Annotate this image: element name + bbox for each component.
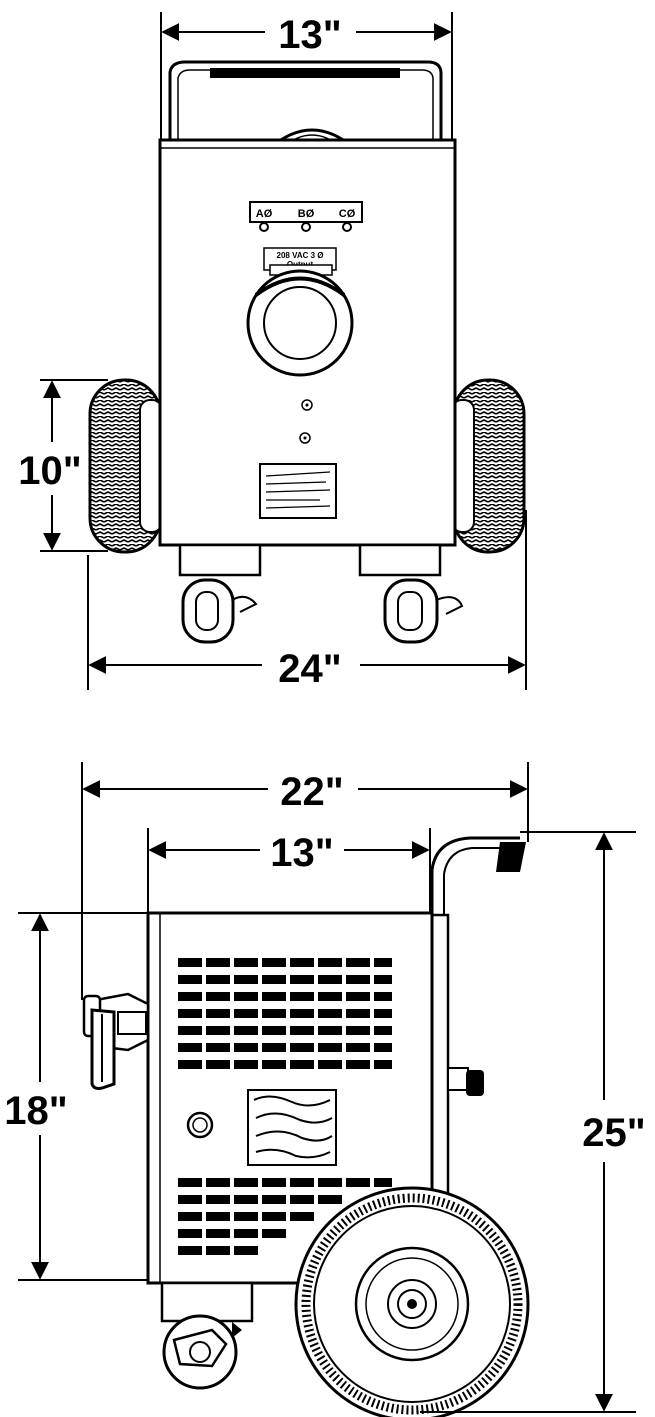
side-warning-label: [247, 1089, 337, 1166]
side-dim-body-height-label: 18": [4, 1089, 67, 1133]
side-dim-overall-depth: 22": [81, 762, 529, 1000]
front-screw-icons: [299, 399, 313, 444]
front-dim-overall-width: 24": [87, 510, 527, 691]
front-dim-wheel-height-label: 10": [18, 449, 81, 493]
side-receptacle-icon: [82, 992, 150, 1090]
phase-c-lamp-icon: [342, 222, 352, 232]
front-view: AØ BØ CØ 208 VAC 3 Ø Output: [18, 12, 527, 691]
side-latch-icon: [466, 1070, 484, 1096]
front-right-wheel: [451, 378, 526, 554]
side-dim-overall-depth-label: 22": [280, 770, 343, 814]
side-round-port-icon: [186, 1111, 214, 1139]
side-upper-vents: [178, 958, 392, 1069]
side-handle-grip: [496, 842, 526, 872]
front-left-wheel: [88, 378, 163, 554]
side-dim-overall-height: 25": [420, 831, 646, 1413]
front-dim-overall-width-label: 24": [278, 647, 341, 691]
side-view: 22" 13" 18" 25": [4, 762, 646, 1417]
side-caster: [160, 1281, 254, 1390]
output-receptacle-icon: [246, 264, 354, 377]
side-dim-body-depth: 13": [147, 828, 431, 913]
front-dim-wheel-height: 10": [18, 379, 108, 552]
phase-label-b: BØ: [298, 208, 315, 220]
phase-label-a: AØ: [256, 208, 273, 220]
output-label-line1: 208 VAC 3 Ø: [277, 251, 324, 260]
front-dim-top-width-label: 13": [278, 13, 341, 57]
side-dim-body-depth-label: 13": [270, 831, 333, 875]
phase-a-lamp-icon: [259, 222, 269, 232]
front-dim-top-width: 13": [160, 12, 453, 140]
phase-indicator-panel: AØ BØ CØ: [249, 201, 363, 232]
side-dim-overall-height-label: 25": [582, 1111, 645, 1155]
front-handle: [168, 60, 443, 150]
side-dim-body-height: 18": [4, 912, 148, 1281]
front-casters: [178, 543, 464, 644]
front-nameplate: [259, 463, 337, 519]
side-lower-vents: [178, 1178, 392, 1255]
side-knob-icon: [447, 1067, 469, 1091]
side-handle: [430, 836, 526, 915]
phase-b-lamp-icon: [301, 222, 311, 232]
handle-grip: [210, 68, 400, 78]
side-rear-wheel: [294, 1186, 530, 1417]
phase-label-c: CØ: [339, 208, 356, 220]
